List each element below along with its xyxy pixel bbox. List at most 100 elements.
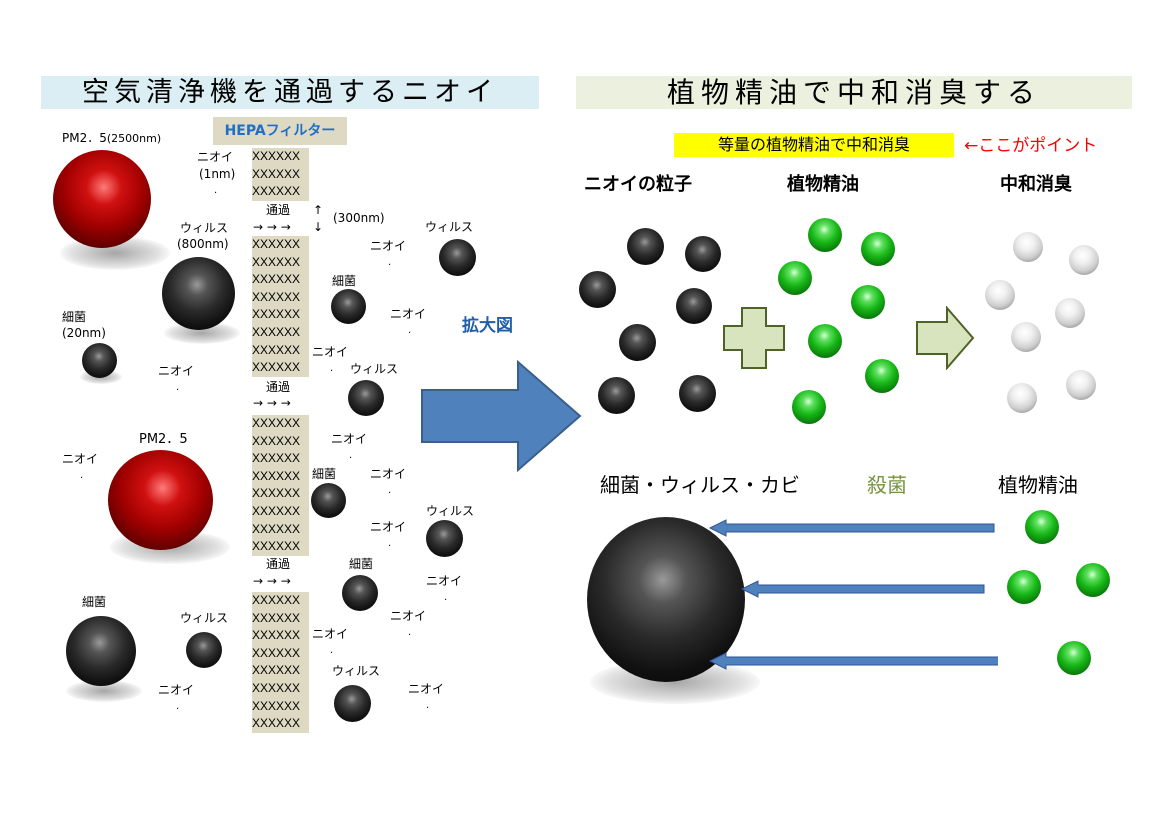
bacteria-size-label: (20nm) <box>62 326 106 340</box>
odor-dot: . <box>330 645 334 656</box>
filter-mark: XXXXXX <box>252 593 301 607</box>
filter-mark: XXXXXX <box>252 628 301 643</box>
odor-label: ニオイ <box>390 609 427 623</box>
neutralized-particle <box>1011 322 1041 352</box>
plant-oil-particle <box>792 390 826 424</box>
filter-block-4: XXXXXX XXXXXX XXXXXX XXXXXX XXXXXX XXXXXX XXXX… <box>252 592 309 733</box>
virus-particle <box>186 632 222 668</box>
odor-label: ニオイ <box>331 432 368 446</box>
bacteria-particle <box>82 343 117 378</box>
odor-label: ニオイ <box>158 364 195 378</box>
bacteria-label: 細菌 <box>332 274 357 288</box>
odor-label: ニオイ <box>370 467 407 481</box>
odor-particle <box>685 236 721 272</box>
odor-label: ニオイ <box>62 452 99 466</box>
germs-label: 細菌・ウィルス・カビ <box>600 473 800 497</box>
virus-label: ウィルス <box>425 220 474 234</box>
sterilize-label: 殺菌 <box>867 473 907 497</box>
odor-label: ニオイ <box>370 239 407 253</box>
odor-label: ニオイ <box>426 574 463 588</box>
ball-shadow <box>66 680 142 702</box>
odor-dot: . <box>408 627 412 638</box>
virus-label: ウィルス <box>426 504 475 518</box>
pass-arrows: → → → <box>253 396 291 410</box>
bacteria-label: 細菌 <box>312 467 337 481</box>
pass-label: 通過 <box>266 380 291 394</box>
pm25-label: PM2．5 <box>139 432 188 447</box>
odor-dot: . <box>388 257 392 268</box>
pm25-particle-large <box>53 150 151 248</box>
pm25-particle <box>108 450 213 550</box>
bacteria-label: 細菌 <box>62 310 87 324</box>
plus-icon <box>723 307 785 369</box>
odor-particle <box>676 288 712 324</box>
filter-mark: XXXXXX <box>252 716 301 731</box>
bacteria-label: 細菌 <box>82 595 107 609</box>
filter-mark: XXXXXX <box>252 360 301 375</box>
plant-oil-particle <box>1007 570 1041 604</box>
odor-label: ニオイ <box>312 627 349 641</box>
odor-particle <box>627 228 664 265</box>
odor-dot: . <box>176 382 180 393</box>
odor-dot: . <box>80 470 84 481</box>
filter-mark: XXXXXX <box>252 610 301 625</box>
filter-mark: XXXXXX <box>252 149 301 163</box>
filter-mark: XXXXXX <box>252 663 301 678</box>
point-note: ←ここがポイント <box>964 136 1098 156</box>
odor-dot: . <box>388 538 392 549</box>
odor-dot: . <box>214 185 218 196</box>
bacteria-particle <box>331 289 366 324</box>
filter-mark: XXXXXX <box>252 433 301 448</box>
column-neutralized: 中和消臭 <box>1000 174 1072 195</box>
virus-label: ウィルス <box>180 221 229 235</box>
odor-particle <box>619 324 656 361</box>
odor-dot: . <box>408 325 412 336</box>
filter-mark: XXXXXX <box>252 645 301 660</box>
neutralized-particle <box>1007 383 1037 413</box>
bacteria-label: 細菌 <box>349 557 374 571</box>
filter-mark: XXXXXX <box>252 324 301 339</box>
hepa-filter-label: HEPAフィルター <box>213 117 347 145</box>
virus-particle <box>348 380 384 416</box>
virus-particle <box>439 239 476 276</box>
virus-particle <box>334 685 371 722</box>
filter-mark: XXXXXX <box>252 254 301 269</box>
odor-particle <box>679 375 716 412</box>
neutralized-particle <box>1013 232 1043 262</box>
zoom-label: 拡大図 <box>462 316 513 336</box>
odor-label: ニオイ <box>370 520 407 534</box>
odor-dot: . <box>330 363 334 374</box>
odor-label: ニオイ <box>197 150 234 164</box>
virus-size-label: (800nm) <box>177 237 229 251</box>
odor-label: ニオイ <box>390 307 427 321</box>
odor-label: ニオイ <box>408 682 445 696</box>
filter-mark: XXXXXX <box>252 416 301 430</box>
plant-oil-particle <box>1057 641 1091 675</box>
filter-mark: XXXXXX <box>252 272 301 287</box>
odor-dot: . <box>444 592 448 603</box>
plant-oil-label: 植物精油 <box>998 473 1078 497</box>
filter-mark: XXXXXX <box>252 539 301 554</box>
filter-mark: XXXXXX <box>252 698 301 713</box>
filter-mark: XXXXXX <box>252 166 301 181</box>
odor-dot: . <box>176 701 180 712</box>
germ-particle-large <box>587 517 745 682</box>
odor-particle <box>579 271 616 308</box>
neutralized-particle <box>1069 245 1099 275</box>
right-arrow-icon <box>916 306 975 370</box>
odor-dot: . <box>349 450 353 461</box>
plant-oil-particle <box>808 218 842 252</box>
odor-dot: . <box>388 485 392 496</box>
bacteria-particle <box>311 483 346 518</box>
filter-mark: XXXXXX <box>252 451 301 466</box>
pass-arrows: → → → <box>253 220 291 234</box>
plant-oil-particle <box>778 261 812 295</box>
bacteria-particle <box>342 575 378 611</box>
plant-oil-particle <box>861 232 895 266</box>
plant-oil-particle <box>1025 510 1059 544</box>
ball-shadow <box>164 322 240 344</box>
neutralized-particle <box>1066 370 1096 400</box>
filter-mark: XXXXXX <box>252 503 301 518</box>
odor-particle <box>598 377 635 414</box>
filter-mark: XXXXXX <box>252 289 301 304</box>
